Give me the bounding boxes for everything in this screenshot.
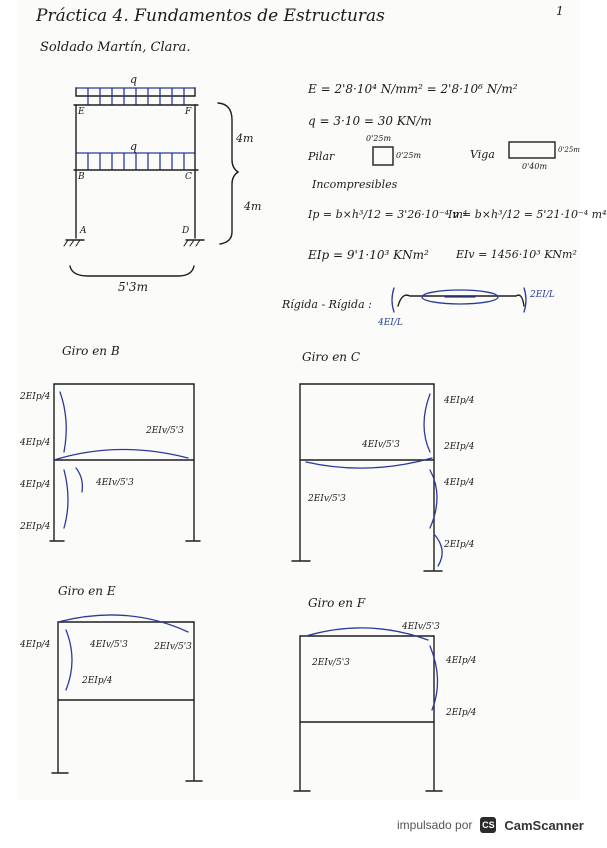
camscanner-logo-icon: CS: [480, 817, 497, 833]
diagram-f-frame: [293, 627, 443, 792]
camscanner-watermark: impulsado por CS CamScanner: [397, 814, 584, 836]
diagram-f-label-2: 2EIv/5'3: [312, 658, 350, 668]
author-name: Soldado Martín, Clara.: [40, 40, 191, 55]
powered-by-text: impulsado por: [397, 818, 473, 832]
load-label-mid: q: [130, 140, 138, 153]
main-frame: [63, 87, 240, 277]
height-top: 4m: [236, 132, 254, 145]
diagram-b-label-1: 2EIp/4: [20, 392, 51, 402]
eip-value: EIp = 9'1·10³ KNm²: [308, 248, 429, 262]
camscanner-brand: CamScanner: [504, 817, 584, 833]
diagram-c-label-3: 4EIv/5'3: [362, 440, 400, 450]
pilar-label: Pilar: [308, 150, 335, 163]
viga-dim-side: 0'25m: [558, 146, 580, 154]
elastic-modulus: E = 2'8·10⁴ N/mm² = 2'8·10⁶ N/m²: [308, 82, 518, 96]
diagram-b-label-2: 4EIp/4: [20, 438, 51, 448]
diagram-c-frame: [291, 383, 443, 572]
iv-formula: Iv = b×h³/12 = 5'21·10⁻⁴ m⁴: [448, 208, 607, 221]
diagram-c-title: Giro en C: [302, 350, 361, 364]
viga-dim-bottom: 0'40m: [522, 162, 548, 171]
diagram-e-frame: [51, 614, 203, 782]
diagram-b-title: Giro en B: [62, 344, 120, 358]
diagram-b-label-5: 4EIv/5'3: [96, 478, 134, 488]
diagram-c-label-4: 4EIp/4: [444, 478, 475, 488]
rigid-bar: [397, 294, 525, 307]
pilar-dim-top: 0'25m: [366, 134, 392, 143]
diagram-b-label-6: 2EIv/5'3: [146, 426, 184, 436]
pilar-section: [372, 146, 394, 166]
rigid-label: Rígida - Rígida :: [282, 298, 372, 311]
scanned-page: Práctica 4. Fundamentos de Estructuras 1…: [18, 0, 607, 800]
page-title: Práctica 4. Fundamentos de Estructuras: [36, 6, 385, 26]
node-f: F: [185, 107, 192, 117]
node-b: B: [78, 172, 85, 182]
diagram-e-label-2: 4EIv/5'3: [90, 640, 128, 650]
diagram-e-label-4: 2EIp/4: [82, 676, 113, 686]
diagram-b-frame: [49, 383, 201, 542]
page-number: 1: [556, 4, 564, 18]
node-a: A: [80, 226, 87, 236]
node-d: D: [182, 226, 190, 236]
diagram-e-label-3: 2EIv/5'3: [154, 642, 192, 652]
node-e: E: [78, 107, 85, 117]
node-c: C: [185, 172, 192, 182]
diagram-f-label-3: 4EIp/4: [446, 656, 477, 666]
diagram-f-label-4: 2EIp/4: [446, 708, 477, 718]
diagram-b-label-4: 2EIp/4: [20, 522, 51, 532]
diagram-c-label-5: 2EIv/5'3: [308, 494, 346, 504]
rigid-left-moment: 4EI/L: [378, 318, 403, 328]
distributed-load: q = 3·10 = 30 KN/m: [308, 114, 432, 128]
viga-section: [508, 141, 556, 159]
ip-formula: Ip = b×h³/12 = 3'26·10⁻⁴ m⁴: [308, 208, 468, 221]
diagram-f-title: Giro en F: [308, 596, 366, 610]
height-bottom: 4m: [244, 200, 262, 213]
rigid-right-moment: 2EI/L: [530, 290, 555, 300]
span-label: 5'3m: [118, 280, 148, 294]
diagram-c-label-6: 2EIp/4: [444, 540, 475, 550]
diagram-e-title: Giro en E: [58, 584, 116, 598]
load-label-top: q: [130, 73, 138, 86]
hand-drawings: [49, 87, 556, 792]
diagram-b-label-3: 4EIp/4: [20, 480, 51, 490]
diagram-e-label-1: 4EIp/4: [20, 640, 51, 650]
incompressible-note: Incompresibles: [312, 178, 398, 191]
eiv-value: EIv = 1456·10³ KNm²: [456, 248, 577, 261]
diagram-c-label-2: 2EIp/4: [444, 442, 475, 452]
viga-label: Viga: [470, 148, 495, 161]
diagram-f-label-1: 4EIv/5'3: [402, 622, 440, 632]
diagram-c-label-1: 4EIp/4: [444, 396, 475, 406]
pilar-dim-side: 0'25m: [396, 151, 422, 160]
